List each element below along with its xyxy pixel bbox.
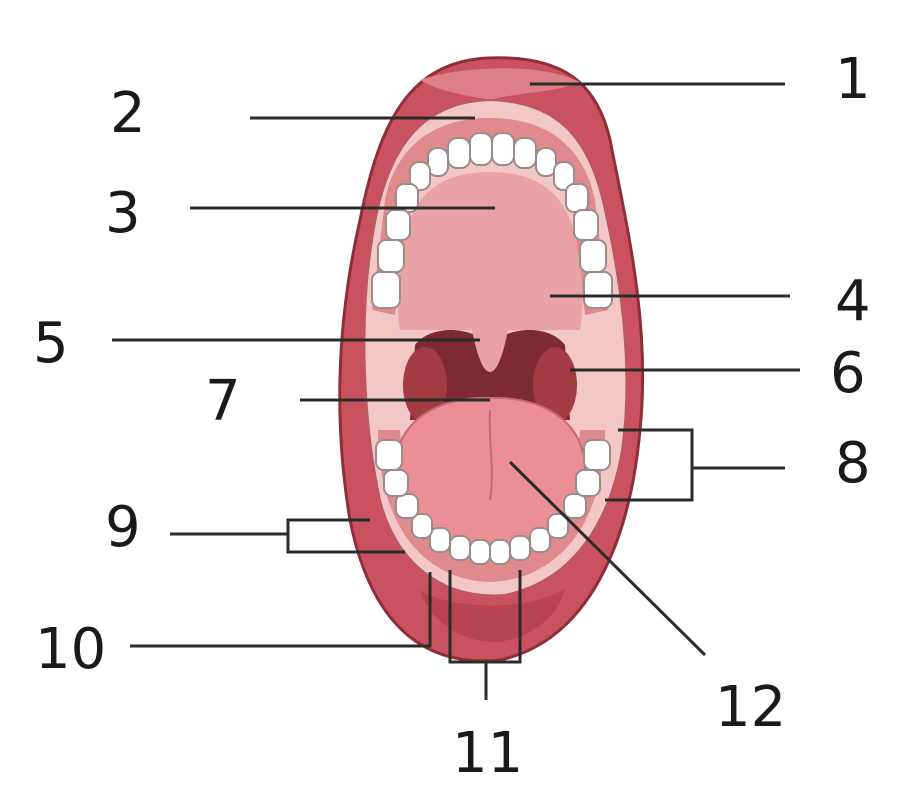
label-4: 4: [835, 269, 871, 334]
hard-palate: [398, 172, 583, 330]
label-8: 8: [835, 431, 871, 496]
label-7: 7: [205, 369, 241, 434]
label-3: 3: [105, 181, 141, 246]
label-9: 9: [105, 495, 141, 560]
label-1: 1: [835, 47, 871, 112]
label-2: 2: [110, 81, 146, 146]
label-6: 6: [830, 341, 866, 406]
label-11: 11: [452, 721, 523, 786]
label-12: 12: [715, 675, 786, 740]
label-10: 10: [35, 617, 106, 682]
label-5: 5: [33, 311, 69, 376]
